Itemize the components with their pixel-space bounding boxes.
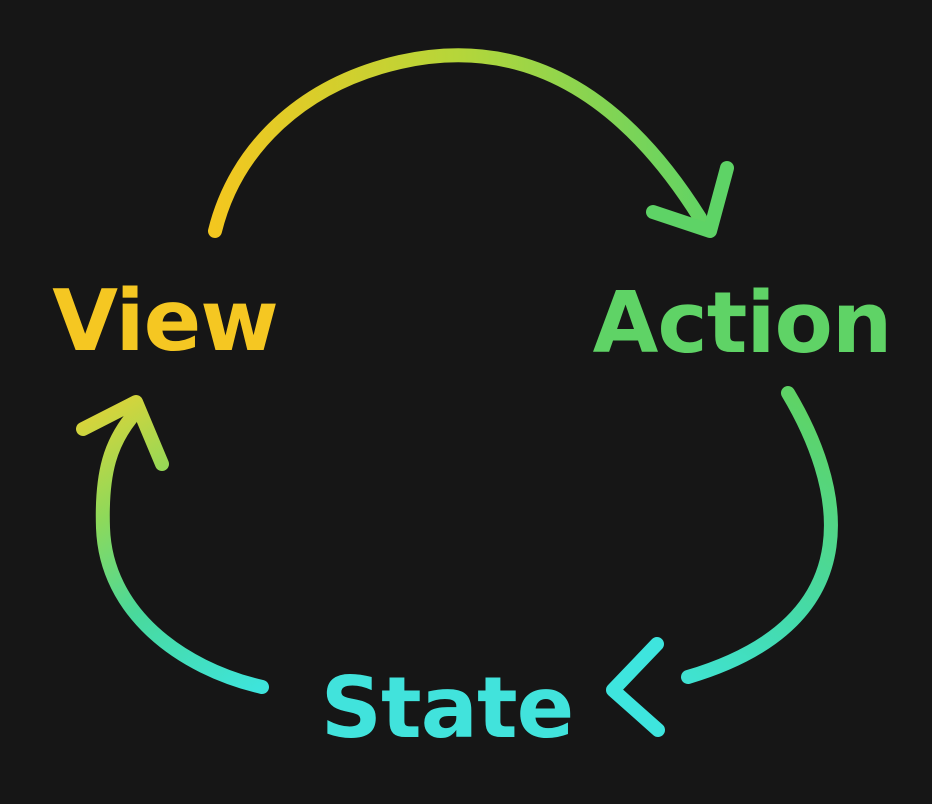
arrowhead-view-to-action-icon	[646, 161, 734, 238]
view-label: View	[52, 272, 278, 371]
arrowhead-action-to-state-icon	[606, 637, 665, 737]
arrow-state-to-view	[95, 411, 269, 694]
arrowhead-state-to-view-icon	[76, 395, 169, 471]
action-label: Action	[593, 274, 892, 373]
arrow-action-to-state	[681, 386, 838, 684]
state-label: State	[321, 659, 574, 758]
arrow-view-to-action	[208, 48, 707, 238]
